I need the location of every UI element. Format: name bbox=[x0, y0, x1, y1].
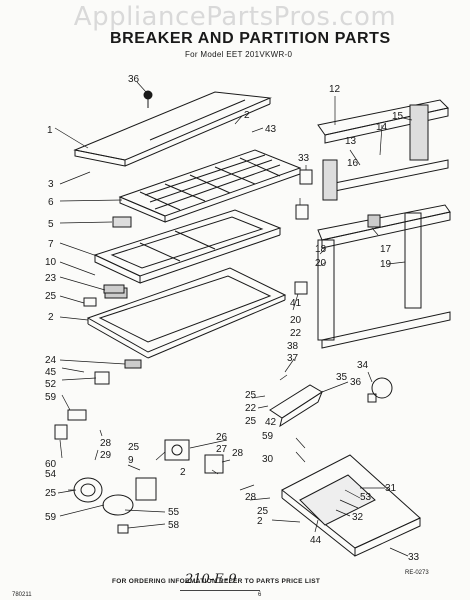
callout-28: 28 bbox=[100, 438, 112, 449]
part-screw-top bbox=[143, 90, 153, 108]
part-bracket bbox=[269, 384, 324, 428]
leader-lines bbox=[54, 81, 413, 557]
part-breaker-frame-lower bbox=[93, 209, 282, 284]
callout-39: 38 bbox=[287, 341, 299, 352]
callout-32: 32 bbox=[352, 512, 364, 523]
part-breaker-strip-top bbox=[73, 91, 272, 167]
diagram-title: BREAKER AND PARTITION PARTS bbox=[110, 30, 391, 47]
callout-1: 1 bbox=[47, 125, 53, 136]
callout-52: 54 bbox=[45, 469, 57, 480]
handwritten-note: 210-E-9 bbox=[185, 572, 237, 587]
callout-7: 7 bbox=[48, 239, 54, 250]
callout-58: 59 bbox=[262, 431, 274, 442]
callout-24-b: 25 bbox=[45, 488, 57, 499]
callout-30: 30 bbox=[262, 454, 274, 465]
callout-38: 37 bbox=[287, 353, 299, 364]
callout-34: 33 bbox=[298, 153, 310, 164]
callout-33: 33 bbox=[408, 552, 420, 563]
drawing-code: RE-0273 bbox=[405, 570, 429, 576]
page-number: 6 bbox=[258, 592, 262, 598]
part-light-bulb bbox=[367, 377, 393, 403]
part-breaker-grid-upper bbox=[118, 149, 302, 223]
ordering-footer: FOR ORDERING INFORMATION REFER TO PARTS … bbox=[112, 578, 321, 585]
callout-45: 52 bbox=[45, 379, 57, 390]
callout-28-b: 28 bbox=[245, 492, 257, 503]
callout-16: 17 bbox=[380, 244, 392, 255]
callout-3: 3 bbox=[48, 179, 54, 190]
callout-59: 59 bbox=[45, 392, 57, 403]
callout-2-bottom: 2 bbox=[257, 516, 263, 527]
callout-6: 6 bbox=[48, 197, 54, 208]
watermark: AppliancePartsPros.com bbox=[73, 2, 397, 32]
callout-20: 20 bbox=[290, 315, 302, 326]
callout-37: 36 bbox=[350, 377, 362, 388]
callout-9: 12 bbox=[329, 84, 341, 95]
callout-54: 58 bbox=[168, 520, 180, 531]
part-hinge-small bbox=[294, 169, 381, 295]
callout-24-a: 25 bbox=[45, 291, 57, 302]
callout-2-top: 2 bbox=[244, 110, 250, 121]
callout-5: 5 bbox=[48, 219, 54, 230]
callout-21: 22 bbox=[245, 403, 257, 414]
callout-24-d: 25 bbox=[257, 506, 269, 517]
page-code-left: 780211 bbox=[12, 592, 32, 598]
callout-25: 26 bbox=[216, 432, 228, 443]
callout-36: 35 bbox=[336, 372, 348, 383]
callout-labels: 1 36 2 43 3 6 5 7 10 23 25 2 24 45 52 59… bbox=[45, 74, 420, 563]
callout-44: 44 bbox=[310, 535, 322, 546]
callout-43: 45 bbox=[45, 367, 57, 378]
callout-55: 59 bbox=[45, 512, 57, 523]
callout-60: 60 bbox=[45, 459, 57, 470]
callout-21-b: 22 bbox=[290, 328, 302, 339]
callout-2-mid: 2 bbox=[180, 467, 186, 478]
callout-31: 31 bbox=[385, 483, 397, 494]
callout-22: 23 bbox=[45, 273, 57, 284]
part-light-housing bbox=[73, 477, 134, 534]
callout-24-e: 25 bbox=[245, 390, 257, 401]
callout-26: 27 bbox=[216, 444, 228, 455]
callout-2-lower: 2 bbox=[48, 312, 54, 323]
callout-27: 28 bbox=[232, 448, 244, 459]
callout-29: 29 bbox=[100, 450, 112, 461]
callout-23: 24 bbox=[45, 355, 57, 366]
callout-14: 15 bbox=[392, 111, 404, 122]
callout-50: 53 bbox=[360, 492, 372, 503]
callout-15: 16 bbox=[347, 158, 359, 169]
part-partition-top bbox=[317, 99, 449, 201]
part-switch bbox=[135, 477, 157, 501]
callout-12: 13 bbox=[345, 136, 357, 147]
part-bottom-frame bbox=[86, 267, 287, 359]
callout-53: 55 bbox=[168, 507, 180, 518]
part-block bbox=[112, 216, 132, 228]
callout-8: 9 bbox=[128, 455, 134, 466]
callout-42: 43 bbox=[265, 124, 277, 135]
part-control bbox=[204, 454, 224, 474]
callout-10: 10 bbox=[45, 257, 57, 268]
model-subtitle: For Model EET 201VKWR-0 bbox=[185, 50, 293, 59]
part-partition-frame bbox=[317, 204, 451, 349]
part-bottom-tray bbox=[281, 454, 421, 557]
handwritten-underline bbox=[180, 590, 260, 591]
part-thermostat bbox=[164, 439, 190, 461]
callout-35: 34 bbox=[357, 360, 369, 371]
callout-13: 14 bbox=[376, 122, 388, 133]
callout-4: 36 bbox=[128, 74, 140, 85]
callout-19: 20 bbox=[315, 258, 327, 269]
callout-24-c: 25 bbox=[128, 442, 140, 453]
callout-17: 18 bbox=[315, 244, 327, 255]
callout-18: 19 bbox=[380, 259, 392, 270]
callout-41: 41 bbox=[290, 298, 302, 309]
callout-40: 42 bbox=[265, 417, 277, 428]
callout-24-f: 25 bbox=[245, 416, 257, 427]
